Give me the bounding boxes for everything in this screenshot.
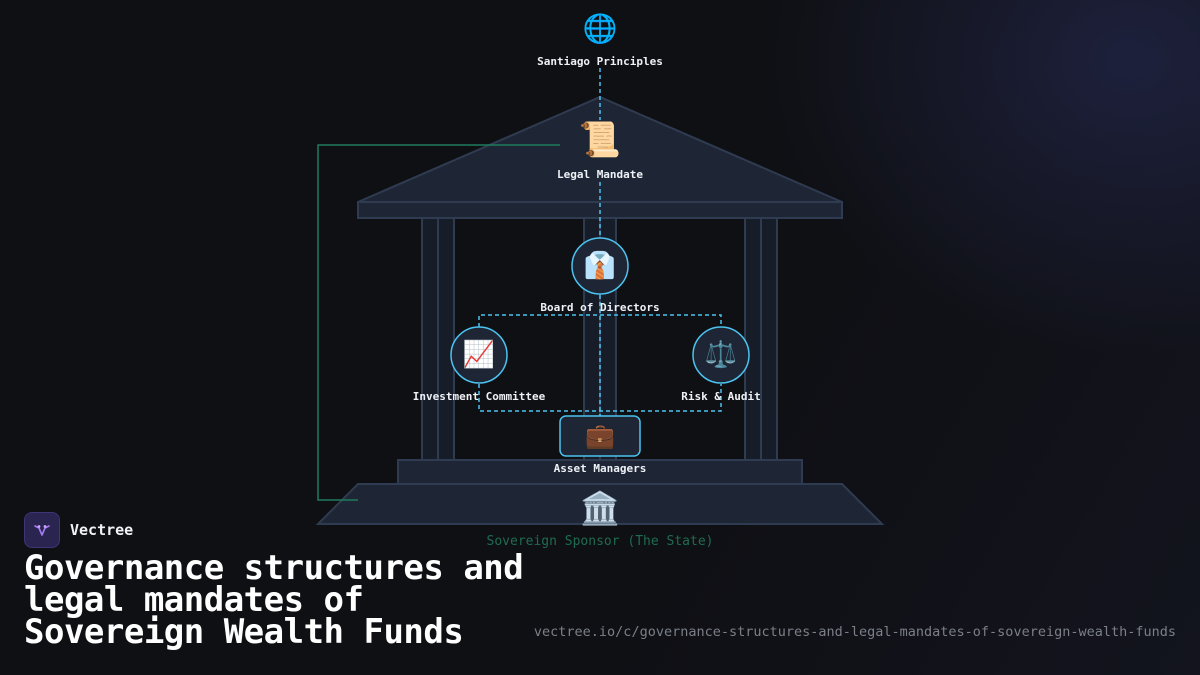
building-base — [315, 483, 885, 525]
sovereign-sponsor-label: Sovereign Sponsor (The State) — [486, 534, 714, 549]
connector-lines — [478, 68, 722, 416]
vectree-logo-icon — [24, 512, 60, 548]
scroll-icon: 📜 — [578, 120, 622, 160]
brand-name: Vectree — [70, 521, 134, 539]
risk-node — [692, 326, 750, 384]
board-to-committees — [478, 314, 722, 327]
investment-node — [450, 326, 508, 384]
santiago-principles-label: Santiago Principles — [537, 55, 663, 68]
classical-building-icon: 🏛️ — [580, 489, 620, 527]
board-of-directors-label: Board of Directors — [540, 301, 660, 314]
legal-mandate-label: Legal Mandate — [556, 168, 644, 181]
board-node — [571, 237, 629, 295]
brand: Vectree — [24, 512, 133, 548]
chart-up-icon: 📈 — [462, 340, 496, 370]
investment-committee-label: Investment Committee — [412, 390, 546, 403]
risk-audit-label: Risk & Audit — [681, 390, 761, 403]
building-step — [397, 459, 803, 485]
page-title: Governance structures and legal mandates… — [24, 548, 524, 652]
necktie-icon: 👔 — [583, 251, 617, 281]
globe-icon: 🌐 — [582, 12, 618, 45]
briefcase-icon: 💼 — [585, 422, 615, 450]
asset-managers-label: Asset Managers — [553, 462, 647, 475]
scales-icon: ⚖️ — [704, 340, 738, 370]
page-url: vectree.io/c/governance-structures-and-l… — [533, 624, 1176, 640]
sponsor-link-line — [317, 144, 560, 501]
managers-node — [559, 415, 641, 457]
